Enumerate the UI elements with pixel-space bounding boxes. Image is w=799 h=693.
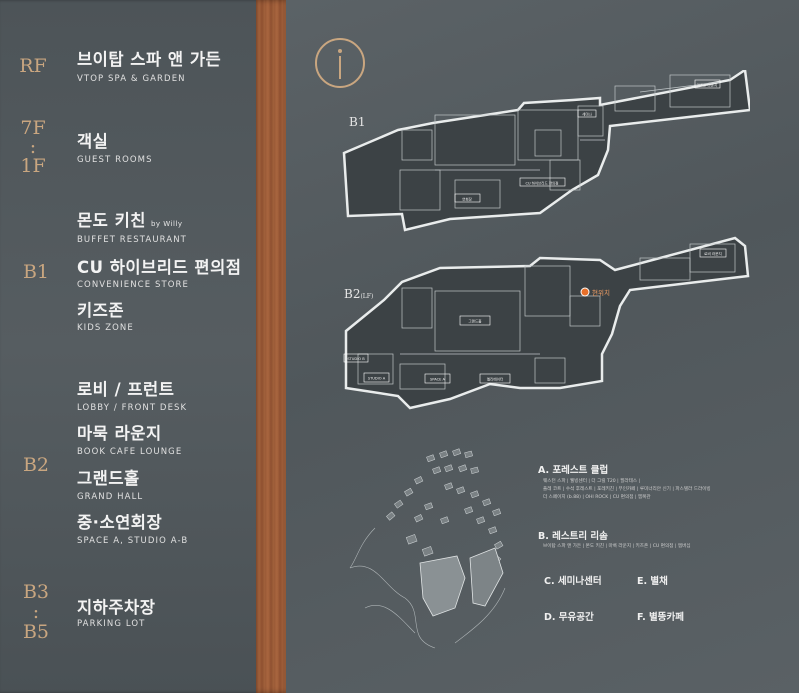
b2-room-label: 그랜드홀: [468, 319, 482, 324]
directory-panel: [0, 0, 261, 693]
info-icon: [315, 38, 365, 88]
wood-divider: [256, 0, 287, 693]
b2-room-label: 엘리베이터: [487, 377, 504, 382]
floor-label-b3: B3: [22, 581, 50, 603]
legend-seminar-center: C. 세미나센터: [544, 576, 602, 587]
floor-label-b2: B2: [22, 454, 50, 476]
legend-forest-club-line1: 웨스턴 스파 | 웰빙센터 | 더 그릴 T20 | 필라테스 |: [543, 479, 641, 484]
entry-banquet: 중·소연회장: [77, 513, 163, 532]
entry-lobby-en: LOBBY / FRONT DESK: [77, 403, 188, 413]
b2-room-label: STUDIO B: [347, 357, 365, 361]
current-location-label: 현위치: [592, 288, 610, 297]
entry-book-cafe-en: BOOK CAFE LOUNGE: [77, 447, 183, 457]
b1-room-label: CU 하이브리드 편의점: [526, 181, 559, 186]
entry-mondo-kitchen-sub: by Willy: [150, 220, 183, 228]
entry-book-cafe: 마묵 라운지: [77, 424, 162, 443]
floor-label-colon-2: :: [32, 601, 40, 623]
legend-restree-line: 브이탑 스파 앤 가든 | 몬도 키친 | 마룩 라운지 | 키즈존 | CU …: [543, 544, 691, 549]
entry-kids-zone: 키즈존: [77, 301, 125, 320]
entry-cu-store-en: CONVENIENCE STORE: [77, 280, 190, 290]
map-label-b2: B2(LF): [344, 287, 374, 301]
b1-room-label: 세미나: [582, 112, 592, 117]
legend-forest-club: A. 포레스트 클럽: [538, 465, 609, 476]
b1-room-label: 키즈존 라운지: [697, 83, 717, 88]
floor-label-1f: 1F: [20, 155, 46, 177]
entry-kids-zone-en: KIDS ZONE: [77, 323, 134, 333]
entry-parking: 지하주차장: [77, 598, 156, 617]
entry-guest-rooms-en: GUEST ROOMS: [77, 155, 153, 165]
entry-guest-rooms: 객실: [77, 132, 109, 151]
legend-forest-club-line3: 더 스페이지 (b.88) | OHI ROCK | CU 편의점 | 엠복관: [543, 495, 651, 500]
current-location-marker: [580, 287, 590, 297]
entry-cu-store: CU 하이브리드 편의점: [77, 258, 242, 277]
entry-grand-hall: 그랜드홀: [77, 469, 140, 488]
entry-mondo-kitchen-en: BUFFET RESTAURANT: [77, 235, 187, 245]
legend-byeolttong-cafe: F. 별뜽카페: [637, 612, 684, 623]
entry-lobby: 로비 / 프런트: [77, 380, 175, 399]
entry-vtop-spa-en: VTOP SPA & GARDEN: [77, 74, 186, 84]
b1-room-label: 연회장: [462, 197, 472, 202]
legend-forest-club-line2: 플레 코트 | 수석 후레스트 | 포레키친 | 무인카페 | 루미너리안 신기…: [543, 487, 711, 492]
legend-restree: B. 레스트리 리솜: [538, 531, 608, 542]
floor-label-7f: 7F: [20, 117, 46, 139]
entry-banquet-en: SPACE A, STUDIO A-B: [77, 536, 189, 546]
floor-label-b1: B1: [22, 261, 50, 283]
legend-muyu-space: D. 무유공간: [544, 612, 594, 623]
b2-room-label: SPACE A: [430, 378, 446, 382]
entry-vtop-spa: 브이탑 스파 앤 가든: [77, 50, 222, 69]
entry-parking-en: PARKING LOT: [77, 619, 146, 629]
b2-floor-plan: 그랜드홀 STUDIO B STUDIO A SPACE A 엘리베이터 로비 …: [343, 236, 750, 410]
resort-site-map: [349, 448, 506, 649]
b2-room-label: STUDIO A: [368, 377, 386, 381]
floor-label-b5: B5: [22, 621, 50, 643]
floor-label-colon-1: :: [29, 136, 37, 158]
map-label-b2-small: (LF): [360, 293, 374, 300]
map-label-b1: B1: [349, 115, 366, 129]
entry-grand-hall-en: GRAND HALL: [77, 492, 144, 502]
b1-floor-plan: 키즈존 라운지 CU 하이브리드 편의점 연회장 세미나: [342, 70, 750, 232]
legend-annex: E. 별채: [637, 576, 668, 587]
b2-room-label: 로비 라운지: [704, 251, 722, 256]
floor-label-rf: RF: [19, 55, 47, 77]
